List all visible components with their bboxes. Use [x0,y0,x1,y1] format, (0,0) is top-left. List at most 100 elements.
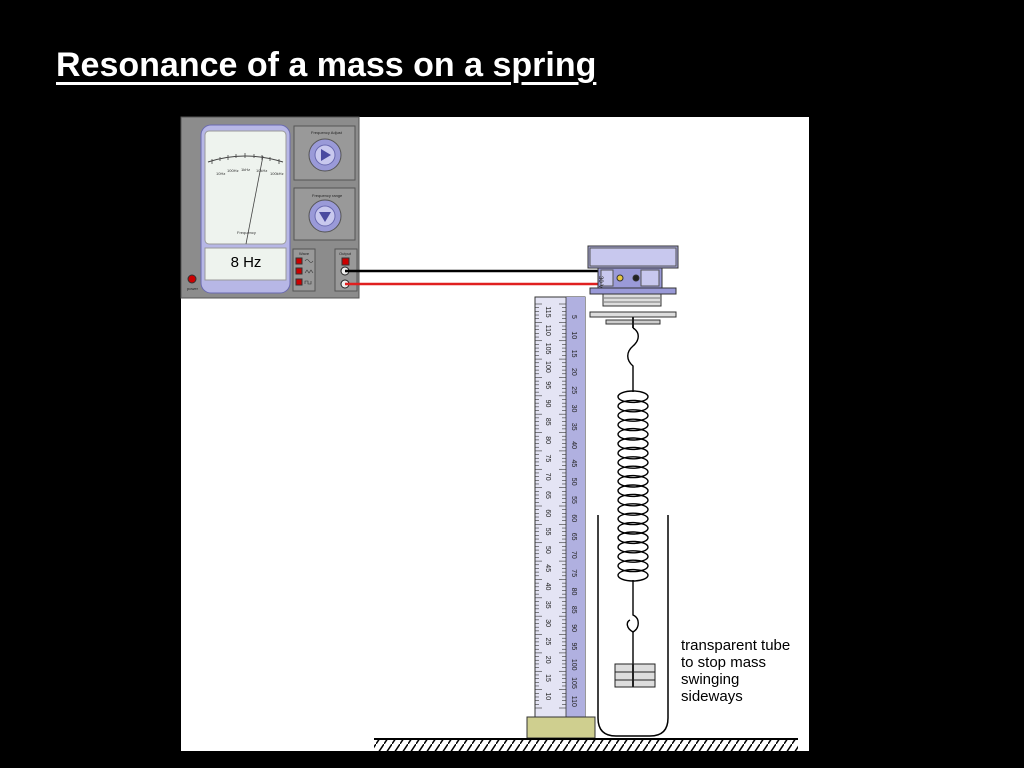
ruler-label: 50 [544,546,551,554]
ruler-label: 5 [570,315,577,319]
spring-coil [617,550,649,563]
ruler-label: 105 [570,677,577,689]
tube-annotation-line: transparent tube [681,637,791,654]
triangle-wave-icon [304,269,314,274]
ruler-label: 30 [570,405,577,413]
spring-coil [617,465,649,479]
frequency-meter: 10Hz 100Hz 1kHz 10kHz 100kHz Frequency [200,124,291,294]
ruler-label: 50 [570,478,577,486]
black-socket[interactable] [632,274,640,282]
transparent-tube [597,515,669,737]
ruler-label: 40 [544,583,551,591]
ruler-label: 90 [570,624,577,632]
spring-coil [617,512,649,526]
square-wave-icon [304,280,312,285]
spring-coil [617,390,649,404]
spring-coil [617,409,649,422]
ruler-label: 95 [570,643,577,651]
black-lead [345,269,638,280]
ruler-label: 25 [544,638,551,646]
tube-annotation-line: sideways [681,688,743,705]
triangle-wave-button[interactable] [295,267,303,275]
ruler-label: 30 [544,619,551,627]
frequency-adjust-knob[interactable] [308,138,342,172]
power-button[interactable] [187,274,197,284]
frequency-range-label: Frequency range [312,193,343,198]
ruler-label: 105 [544,343,551,355]
spring-coil [617,446,649,460]
frequency-adjust-group: Frequency Adjust [293,125,356,181]
output-button[interactable] [341,257,350,266]
ruler-label: 55 [570,496,577,504]
ruler-label: 100 [570,659,577,671]
ruler-label: 35 [544,601,551,609]
wave-label: Wave [299,251,310,256]
ruler-label: 90 [544,400,551,408]
ruler-label: 80 [570,588,577,596]
ruler-label: 15 [544,674,551,682]
ruler-label: 95 [544,381,551,389]
tube-annotation: transparent tube to stop mass swinging s… [681,637,811,705]
frequency-adjust-label: Frequency Adjust [311,130,343,135]
spring [617,327,649,664]
square-wave-button[interactable] [295,278,303,286]
spring-coil [617,437,649,451]
sine-wave-icon [304,259,314,263]
ruler-label: 55 [544,528,551,536]
ruler-label: 110 [570,696,577,707]
ruler-label: 35 [570,423,577,431]
triangle-down-icon [319,212,331,222]
meter-ticks [211,153,280,164]
meter-scale-label: 10Hz [216,171,225,176]
tube-annotation-line: swinging [681,671,740,688]
spring-coil [617,521,649,535]
frequency-range-group: Frequency range [293,187,356,241]
ruler-label: 20 [544,656,551,664]
ruler-label: 65 [570,533,577,541]
ruler-label: 40 [570,441,577,449]
power-label: power [187,286,199,291]
ruler-label: 60 [570,514,577,522]
spring-coil [617,559,649,573]
spring-coil [617,418,649,432]
meter-scale-label: 100kHz [270,171,284,176]
ruler-label: 45 [544,564,551,572]
ruler-label: 60 [544,509,551,517]
metre-ruler: 1151101051009590858075706560555045403530… [534,296,586,718]
spring-coil [617,493,649,507]
play-arrow-icon [321,149,331,161]
ruler-label: 85 [544,418,551,426]
spring-coil [617,399,649,413]
ruler-label: 75 [544,455,551,463]
ruler-label: 65 [544,491,551,499]
ruler-label: 45 [570,460,577,468]
red-socket[interactable] [616,274,624,282]
ruler-label: 10 [570,331,577,339]
ruler-label: 20 [570,368,577,376]
vibration-generator: 30 V [587,245,679,328]
ruler-label: 85 [570,606,577,614]
output-label: Output [339,251,352,256]
spring-coil [617,456,649,469]
spring-coil [617,503,649,516]
spring-coil [617,474,649,488]
frequency-range-knob[interactable] [308,199,342,233]
ruler-label: 80 [544,436,551,444]
meter-needle [245,155,264,245]
meter-label: Frequency [237,230,256,235]
ruler-base-block [526,716,596,739]
ruler-label: 115 [544,306,551,317]
sine-wave-button[interactable] [295,257,303,265]
ruler-label: 75 [570,569,577,577]
red-lead [345,277,622,286]
meter-scale-label: 10kHz [256,168,267,173]
tube-annotation-line: to stop mass [681,654,767,671]
ruler-label: 15 [570,350,577,358]
meter-scale-label: 1kHz [241,167,250,172]
meter-scale-label: 100Hz [227,168,239,173]
spring-coil [617,531,649,545]
ruler-label: 10 [544,692,551,700]
page-title: Resonance of a mass on a spring [56,46,597,84]
ruler-label: 110 [544,325,551,336]
